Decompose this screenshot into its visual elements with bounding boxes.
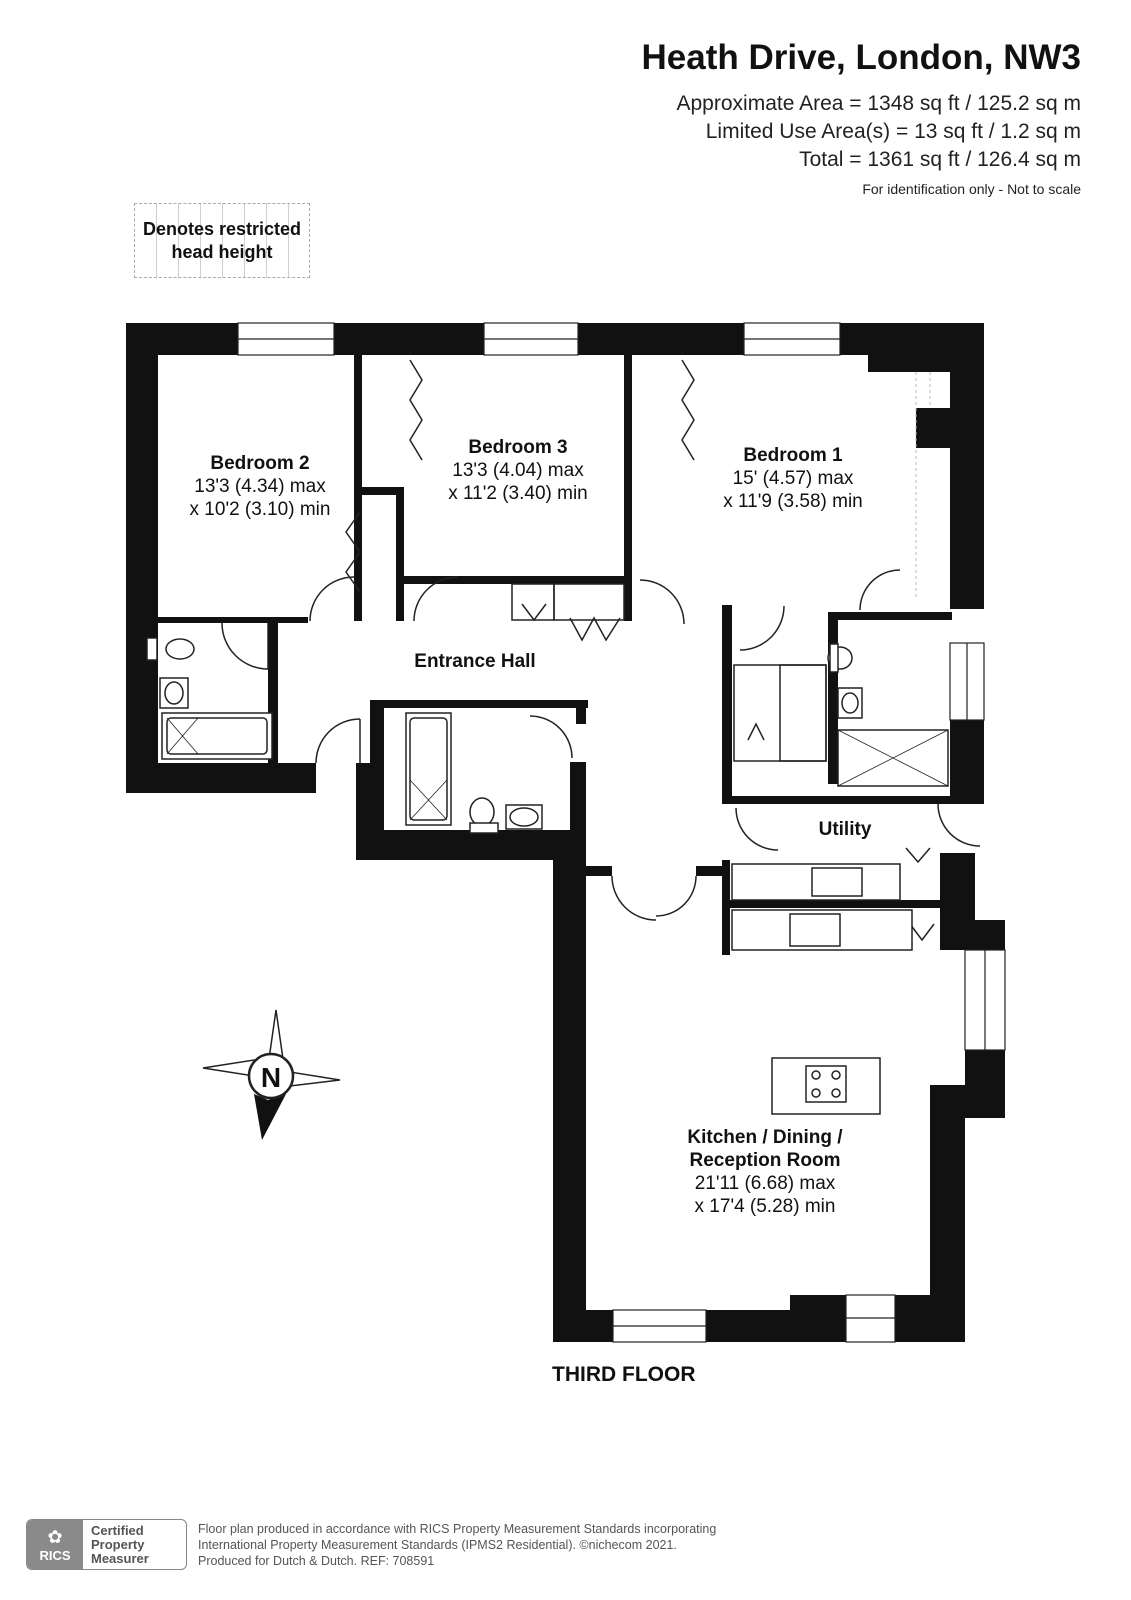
floor-label: THIRD FLOOR: [552, 1363, 696, 1386]
page-title: Heath Drive, London, NW3: [641, 38, 1081, 77]
badge-line-2: Property: [91, 1536, 145, 1552]
room-dimension-min: x 11'2 (3.40) min: [448, 483, 588, 504]
bathroom-fixtures: [146, 637, 949, 1115]
total-area: Total = 1361 sq ft / 126.4 sq m: [799, 148, 1081, 171]
windows: [237, 322, 1006, 1343]
room-name-line-2: Reception Room: [689, 1150, 841, 1171]
rics-org: RICS: [39, 1547, 71, 1563]
room-dimension-min: x 10'2 (3.10) min: [189, 499, 331, 520]
room-dimension-max: 13'3 (4.04) max: [452, 460, 584, 481]
footer-line-1: Floor plan produced in accordance with R…: [198, 1522, 717, 1536]
footer-line-2: International Property Measurement Stand…: [198, 1538, 677, 1552]
badge-line-3: Measurer: [91, 1550, 149, 1566]
doors: [221, 359, 981, 942]
room-dimension-min: x 11'9 (3.58) min: [723, 491, 863, 512]
compass-icon: [202, 1009, 341, 1140]
rics-logo: ✿ RICS: [27, 1520, 83, 1569]
room-name: Bedroom 1: [743, 445, 843, 466]
room-dimension-max: 15' (4.57) max: [732, 468, 854, 489]
cupboards: [511, 583, 827, 762]
compass-label: N: [261, 1062, 281, 1093]
footer-notes: Floor plan produced in accordance with R…: [198, 1521, 716, 1569]
badge-line-1: Certified: [91, 1522, 144, 1538]
rics-emblem-icon: ✿: [47, 1526, 63, 1547]
room-name: Utility: [818, 819, 872, 840]
bath-diagonals: [166, 717, 448, 821]
restricted-height-legend: Denotes restricted head height: [134, 203, 310, 278]
room-entrance-hall: Entrance Hall: [390, 650, 560, 673]
legend-line-1: Denotes restricted: [142, 218, 302, 239]
room-name: Bedroom 3: [468, 437, 568, 458]
limited-use-area: Limited Use Area(s) = 13 sq ft / 1.2 sq …: [705, 120, 1081, 143]
restricted-height-lines: [915, 372, 931, 600]
footer-line-3: Produced for Dutch & Dutch. REF: 708591: [198, 1554, 435, 1568]
scale-note: For identification only - Not to scale: [862, 181, 1081, 197]
room-bedroom-2: Bedroom 2 13'3 (4.34) max x 10'2 (3.10) …: [180, 452, 340, 521]
room-dimension-max: 21'11 (6.68) max: [694, 1173, 836, 1194]
room-dimension-min: x 17'4 (5.28) min: [694, 1196, 836, 1217]
room-dimension-max: 13'3 (4.34) max: [194, 476, 326, 497]
room-utility: Utility: [790, 818, 900, 841]
room-name: Entrance Hall: [414, 651, 536, 672]
room-kitchen-dining-reception: Kitchen / Dining / Reception Room 21'11 …: [660, 1126, 870, 1218]
rics-badge: ✿ RICS Certified Property Measurer: [26, 1519, 187, 1570]
room-bedroom-3: Bedroom 3 13'3 (4.04) max x 11'2 (3.40) …: [433, 436, 603, 505]
room-name: Bedroom 2: [210, 453, 310, 474]
approximate-area: Approximate Area = 1348 sq ft / 125.2 sq…: [676, 92, 1082, 115]
room-name-line-1: Kitchen / Dining /: [687, 1127, 843, 1148]
legend-line-2: head height: [171, 241, 273, 262]
rics-certification: Certified Property Measurer: [83, 1520, 186, 1569]
room-bedroom-1: Bedroom 1 15' (4.57) max x 11'9 (3.58) m…: [708, 444, 878, 513]
